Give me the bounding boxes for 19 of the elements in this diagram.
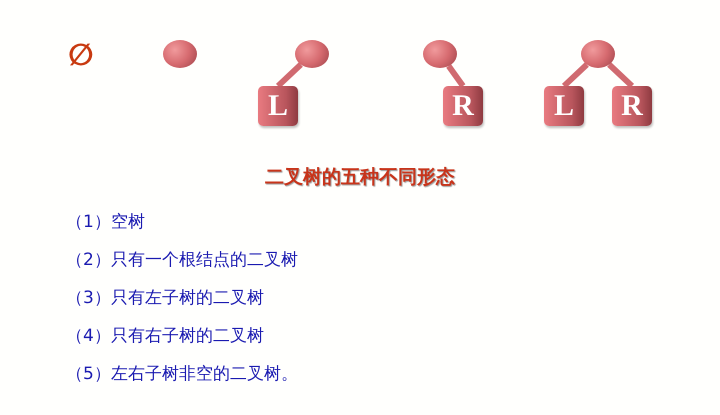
title: 二叉树的五种不同形态 <box>264 165 456 190</box>
list-item: （3）只有左子树的二叉树 <box>66 287 264 309</box>
list-item: （1）空树 <box>66 211 145 233</box>
tree-node-ellipse <box>423 40 457 68</box>
subtree-box: L <box>258 86 298 126</box>
subtree-box: R <box>612 86 652 126</box>
tree-node-ellipse <box>163 40 197 68</box>
list-item: （4）只有右子树的二叉树 <box>66 325 264 347</box>
subtree-box: L <box>544 86 584 126</box>
empty-set-symbol: ∅ <box>68 38 94 73</box>
connector-line <box>446 64 466 88</box>
connector-line <box>607 62 634 88</box>
connector-line <box>562 62 589 88</box>
list-item: （5）左右子树非空的二叉树。 <box>66 363 298 385</box>
connector-line <box>276 62 303 88</box>
tree-node-ellipse <box>295 40 329 68</box>
subtree-box: R <box>443 86 483 126</box>
tree-node-ellipse <box>581 40 615 68</box>
list-item: （2）只有一个根结点的二叉树 <box>66 249 298 271</box>
